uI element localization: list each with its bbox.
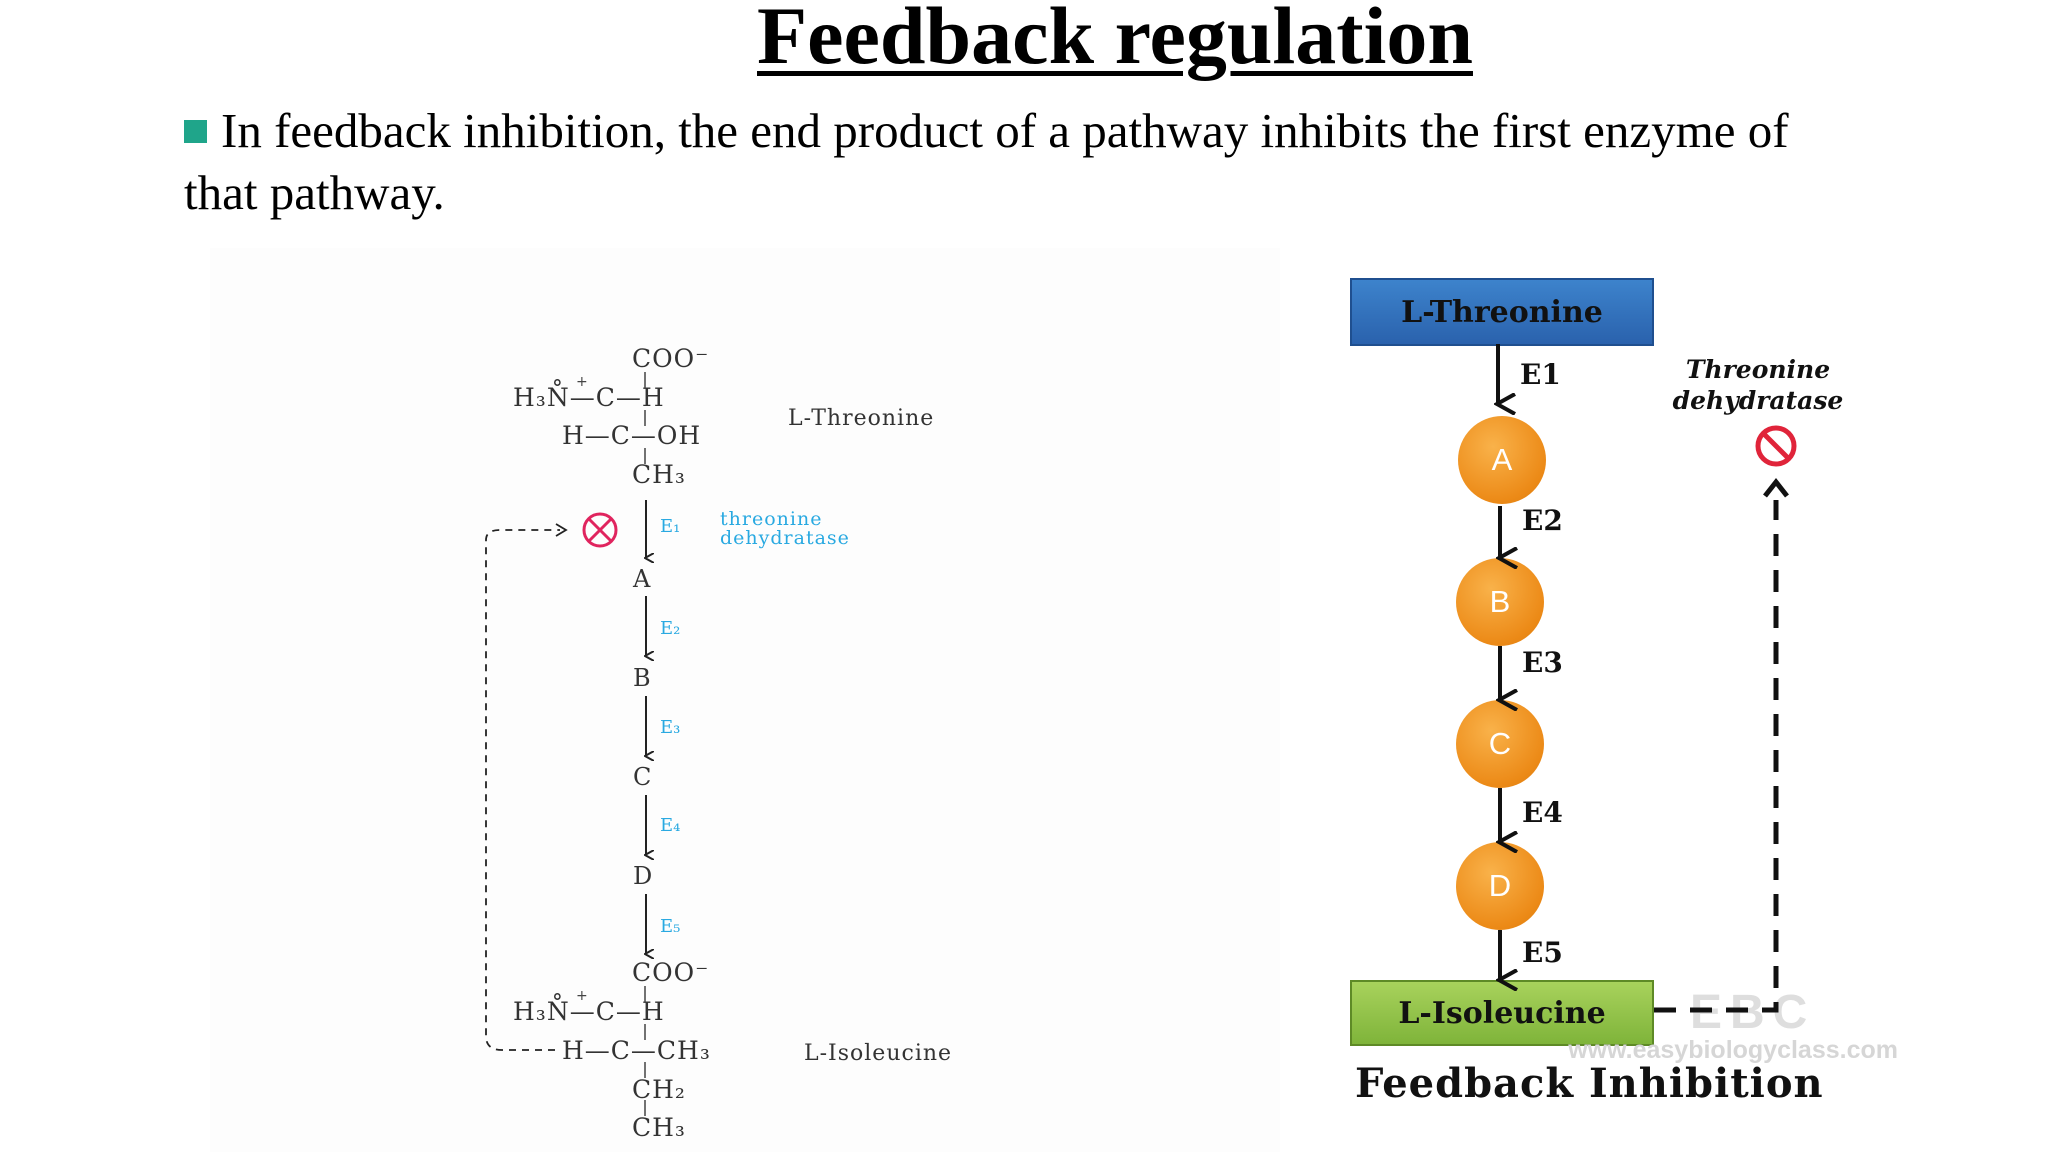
- inhibited-enzyme-line1: Threonine: [1685, 355, 1831, 384]
- right-intermediate-b: B: [1456, 558, 1544, 646]
- right-feedback-dashed-line: [1654, 500, 1779, 1013]
- left-intermediate-d: D: [633, 862, 653, 890]
- isoleucine-ch2: CH₂: [632, 1075, 686, 1104]
- right-intermediate-c: C: [1456, 700, 1544, 788]
- left-intermediate-b: B: [633, 664, 651, 692]
- right-enzyme-e1: E1: [1520, 358, 1561, 391]
- left-feedback-dashed-line: [485, 529, 560, 1051]
- right-enzyme-e3: E3: [1522, 646, 1563, 679]
- left-diagram-panel: [210, 248, 1280, 1152]
- enzyme-e1-label: E₁: [660, 516, 681, 537]
- isoleucine-label: L-Isoleucine: [804, 1041, 953, 1066]
- right-enzyme-e5: E5: [1522, 936, 1563, 969]
- enzyme-e1-name-line2: dehydratase: [720, 527, 850, 549]
- threonine-line2: H₃N̊—C—H: [513, 383, 665, 412]
- svg-text:+: +: [576, 988, 588, 1004]
- bullet-square-icon: [184, 120, 207, 143]
- right-pathway-arrows: [1498, 344, 1500, 980]
- isoleucine-coo: COO⁻: [632, 958, 710, 987]
- l-isoleucine-box: L-Isoleucine: [1350, 980, 1654, 1046]
- left-intermediate-a: A: [633, 565, 651, 593]
- bullet-text: In feedback inhibition, the end product …: [184, 103, 1789, 220]
- svg-text:+: +: [576, 374, 588, 390]
- enzyme-e4-label: E₄: [660, 815, 681, 836]
- right-enzyme-e2: E2: [1522, 504, 1563, 537]
- isoleucine-ch3: CH₃: [632, 1113, 686, 1142]
- bullet-point: In feedback inhibition, the end product …: [184, 100, 1844, 224]
- threonine-ch3: CH₃: [632, 460, 686, 489]
- feedback-caption: Feedback Inhibition: [1355, 1060, 1824, 1107]
- left-intermediate-c: C: [633, 763, 652, 791]
- feedback-arrowhead-icon: [1763, 477, 1789, 498]
- enzyme-e3-label: E₃: [660, 717, 681, 738]
- enzyme-e2-label: E₂: [660, 618, 681, 639]
- watermark-url: www.easybiologyclass.com: [1568, 1036, 1898, 1064]
- threonine-line3: H—C—OH: [562, 421, 702, 450]
- inhibited-enzyme-line2: dehydratase: [1672, 386, 1844, 415]
- threonine-coo: COO⁻: [632, 344, 710, 373]
- enzyme-e1-name-line1: threonine: [720, 508, 823, 530]
- l-threonine-box: L-Threonine: [1350, 278, 1654, 346]
- left-inhibition-icon: [582, 512, 618, 548]
- right-intermediate-d: D: [1456, 842, 1544, 930]
- inhibited-enzyme-label: Threonine dehydratase: [1648, 354, 1868, 416]
- prohibition-icon: [1755, 425, 1797, 467]
- right-intermediate-a: A: [1458, 416, 1546, 504]
- isoleucine-line2: H₃N̊—C—H: [513, 997, 665, 1026]
- slide-title: Feedback regulation: [757, 0, 1473, 81]
- isoleucine-line3: H—C—CH₃: [562, 1036, 711, 1065]
- enzyme-e5-label: E₅: [660, 916, 681, 937]
- threonine-label: L-Threonine: [788, 406, 935, 431]
- right-enzyme-e4: E4: [1522, 796, 1563, 829]
